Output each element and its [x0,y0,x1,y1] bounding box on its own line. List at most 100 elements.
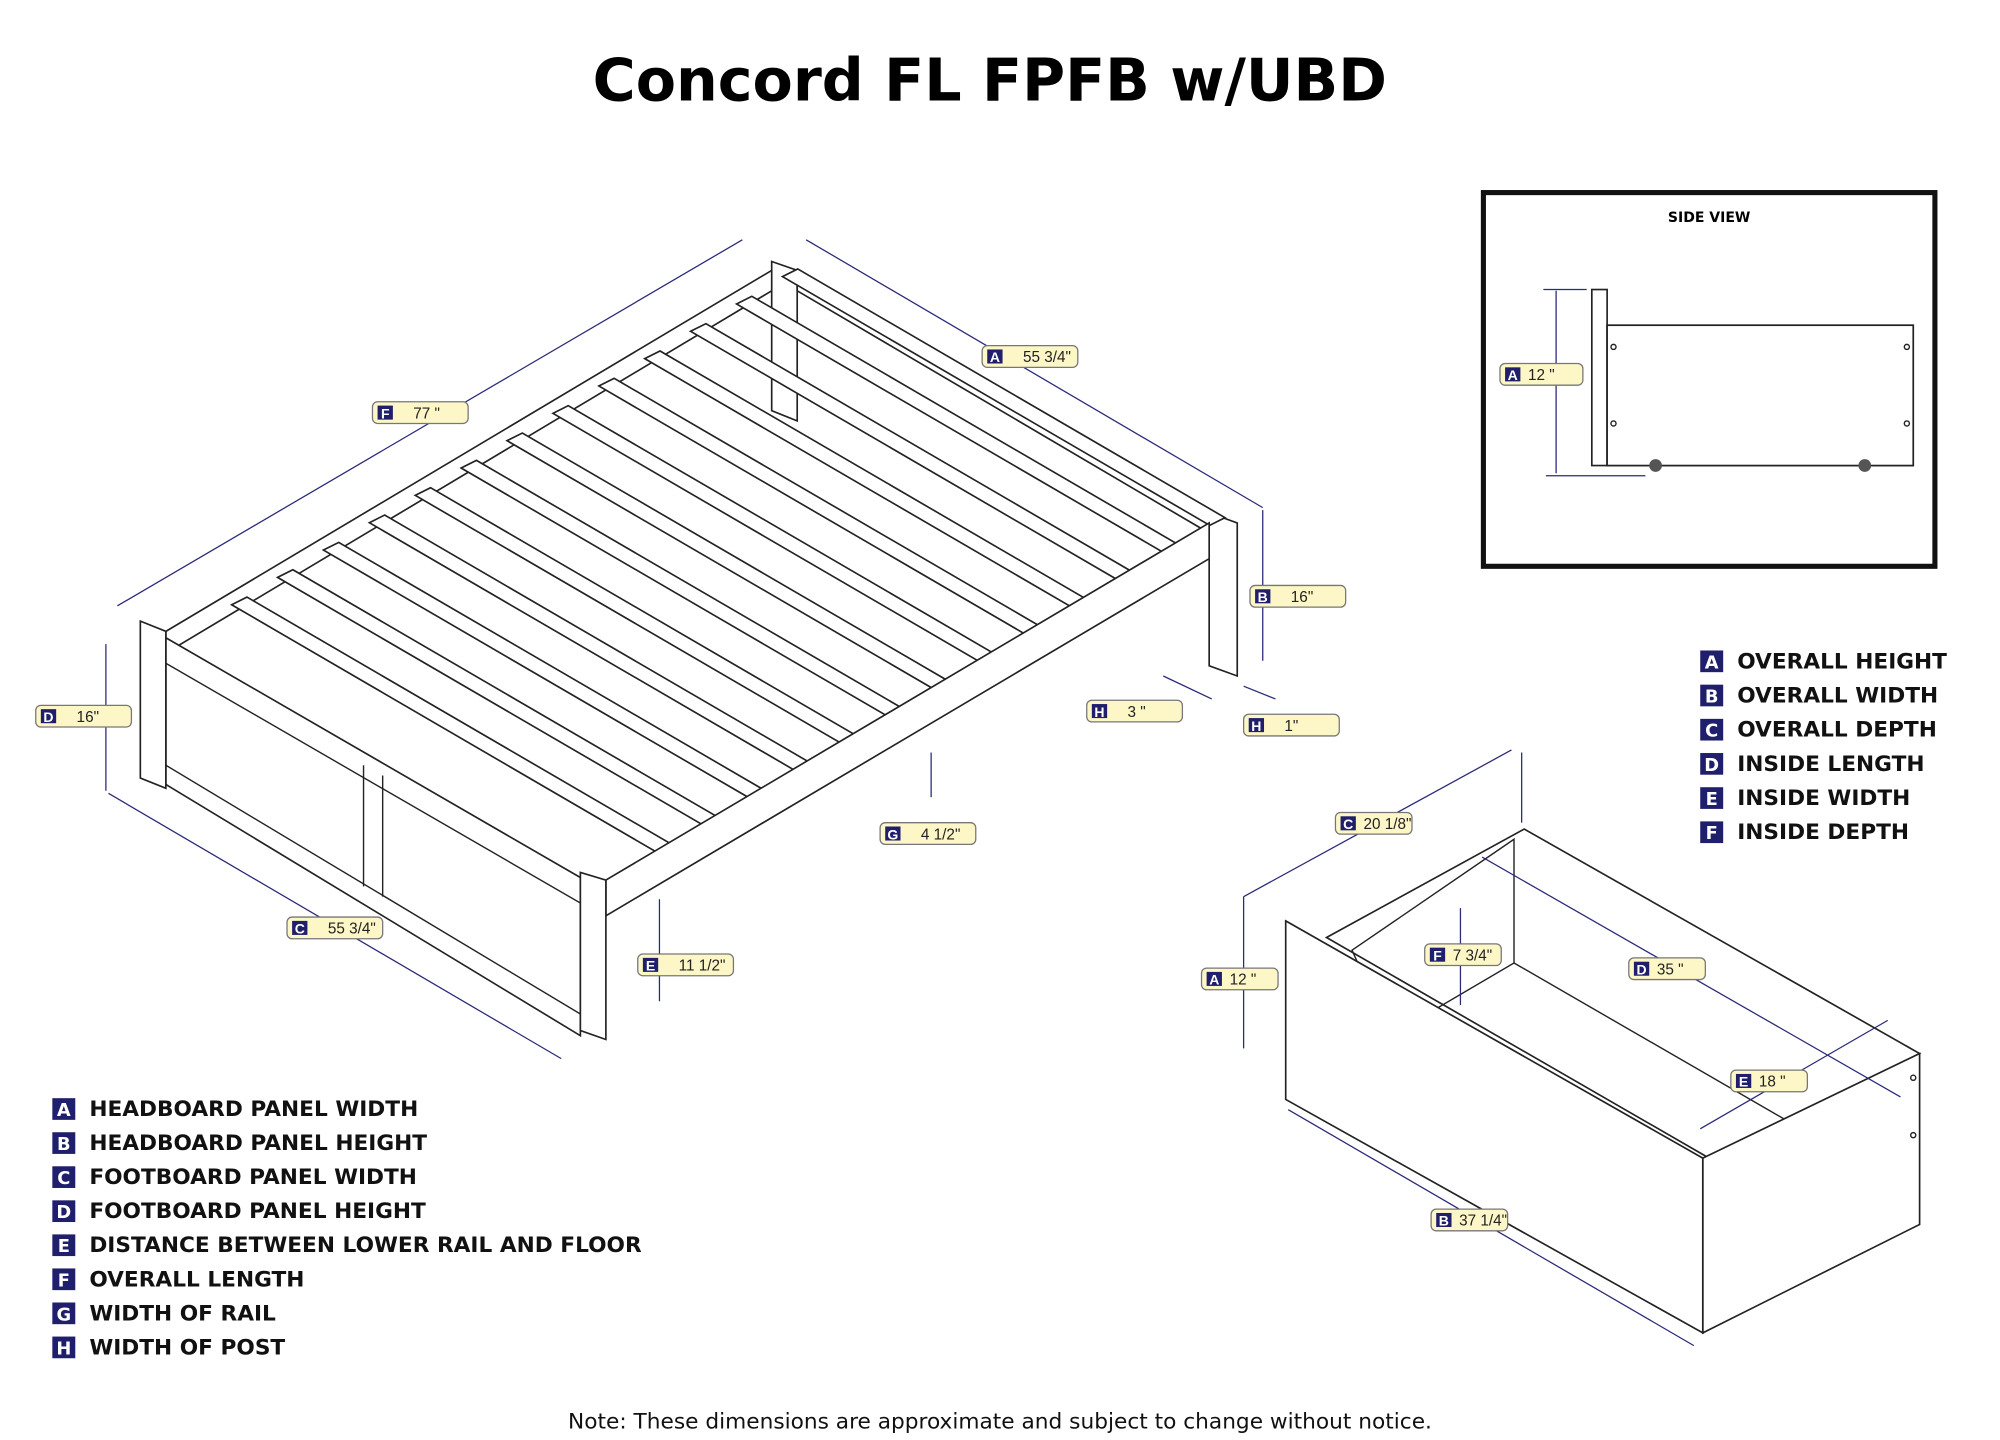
dimension-value: 16" [77,709,99,726]
legend-item: A HEADBOARD PANEL WIDTH [52,1097,418,1122]
letter-badge [1735,1073,1752,1088]
dimension-value: 55 3/4" [1023,349,1071,366]
bed-slat [734,295,1181,554]
side-view-title: SIDE VIEW [1668,210,1751,226]
legend-label: OVERALL DEPTH [1737,718,1937,743]
bed-dimension-legend: A HEADBOARD PANEL WIDTH B HEADBOARD PANEL H… [52,1097,642,1360]
dimension-value: 12 " [1230,972,1257,989]
legend-letter: B [57,1134,71,1155]
letter-badge [292,920,308,935]
legend-item: B HEADBOARD PANEL HEIGHT [52,1131,427,1156]
letter-badge [1206,971,1222,986]
bed-slat [321,541,768,800]
dimension-label-E: E 18 " [1730,1069,1809,1093]
dimension-value: 3 " [1128,704,1146,721]
page-title: Concord FL FPFB w/UBD [593,47,1387,115]
letter-badge [1248,718,1265,733]
dimension-letter: B [1439,1213,1449,1229]
bed-slat [642,350,1090,609]
legend-letter: H [56,1338,71,1359]
legend-letter: F [1706,823,1718,844]
dimension-letter: E [1739,1074,1748,1090]
dimension-letter: D [1636,961,1646,977]
dimension-value: 7 3/4" [1453,947,1492,964]
bed-drawing [105,239,1276,1060]
dimension-value: 16" [1291,589,1313,606]
letter-badge [1505,367,1521,382]
dimension-value: 37 1/4" [1459,1213,1507,1230]
bed-slat [551,404,998,663]
dimension-letter: H [1251,718,1261,734]
dimension-letter: D [43,709,53,725]
dimension-letter: A [1209,972,1219,988]
dimension-letter: A [990,349,1000,365]
bed-slat [505,432,952,691]
dimension-label-A: A 12 " [1200,967,1279,991]
bed-slat [459,459,906,718]
legend-label: WIDTH OF POST [89,1335,285,1360]
dimension-letter: C [1343,816,1353,832]
legend-letter: C [1705,721,1718,742]
dimension-label-B: B 16" [1249,584,1347,608]
bed-slat [597,377,1044,636]
legend-letter: E [1706,789,1718,810]
dimension-label-A: A 55 3/4" [981,345,1079,368]
dimension-value: 35 " [1657,961,1684,978]
dimension-value: 18 " [1759,1074,1786,1091]
legend-item: F INSIDE DEPTH [1700,820,1909,845]
legend-label: HEADBOARD PANEL HEIGHT [89,1131,427,1156]
dimension-label-H: H 3 " [1086,699,1184,723]
dimension-letter: E [646,958,655,974]
legend-label: DISTANCE BETWEEN LOWER RAIL AND FLOOR [89,1233,642,1258]
dimension-label-D: D 35 " [1628,957,1706,981]
letter-badge [40,709,57,724]
dimension-letter: B [1258,589,1268,605]
legend-letter: C [57,1168,70,1189]
legend-label: HEADBOARD PANEL WIDTH [89,1097,418,1122]
legend-item: C OVERALL DEPTH [1700,718,1937,743]
dimension-letter: A [1508,367,1518,383]
letter-badge [1255,589,1271,604]
dimension-value: 77 " [413,405,440,422]
legend-label: INSIDE DEPTH [1737,820,1909,845]
legend-label: INSIDE WIDTH [1737,786,1910,811]
dimension-letter: H [1094,704,1104,720]
dimension-letter: F [381,405,390,421]
legend-label: OVERALL LENGTH [89,1267,304,1292]
legend-letter: G [56,1304,71,1325]
dimension-value: 1" [1284,718,1298,735]
letter-badge [1340,816,1356,831]
legend-label: FOOTBOARD PANEL HEIGHT [89,1199,426,1224]
legend-letter: A [57,1100,71,1121]
legend-letter: D [56,1202,71,1223]
legend-letter: A [1705,652,1719,673]
dimension-label-D: D 16" [35,704,133,728]
letter-badge [1091,704,1108,719]
legend-label: WIDTH OF RAIL [89,1301,276,1326]
dimension-letter: C [295,921,305,937]
letter-badge [642,957,659,972]
dimension-label-F: F 7 3/4" [1424,943,1502,967]
bed-slat [780,268,1227,527]
legend-label: OVERALL HEIGHT [1737,649,1947,674]
letter-badge [987,349,1003,364]
dimension-label-B: B 37 1/4" [1430,1208,1509,1232]
bed-slat [413,486,860,746]
dimension-letter: F [1433,947,1442,963]
bed-slat [367,514,814,773]
dimension-label-H: H 1" [1242,713,1340,737]
letter-badge [885,826,901,841]
legend-label: INSIDE LENGTH [1737,752,1924,777]
letter-badge [1429,947,1446,962]
dimension-value: 4 1/2" [921,826,960,843]
disclaimer-note: Note: These dimensions are approximate a… [568,1410,1432,1435]
dimension-value: 12 " [1528,367,1555,384]
